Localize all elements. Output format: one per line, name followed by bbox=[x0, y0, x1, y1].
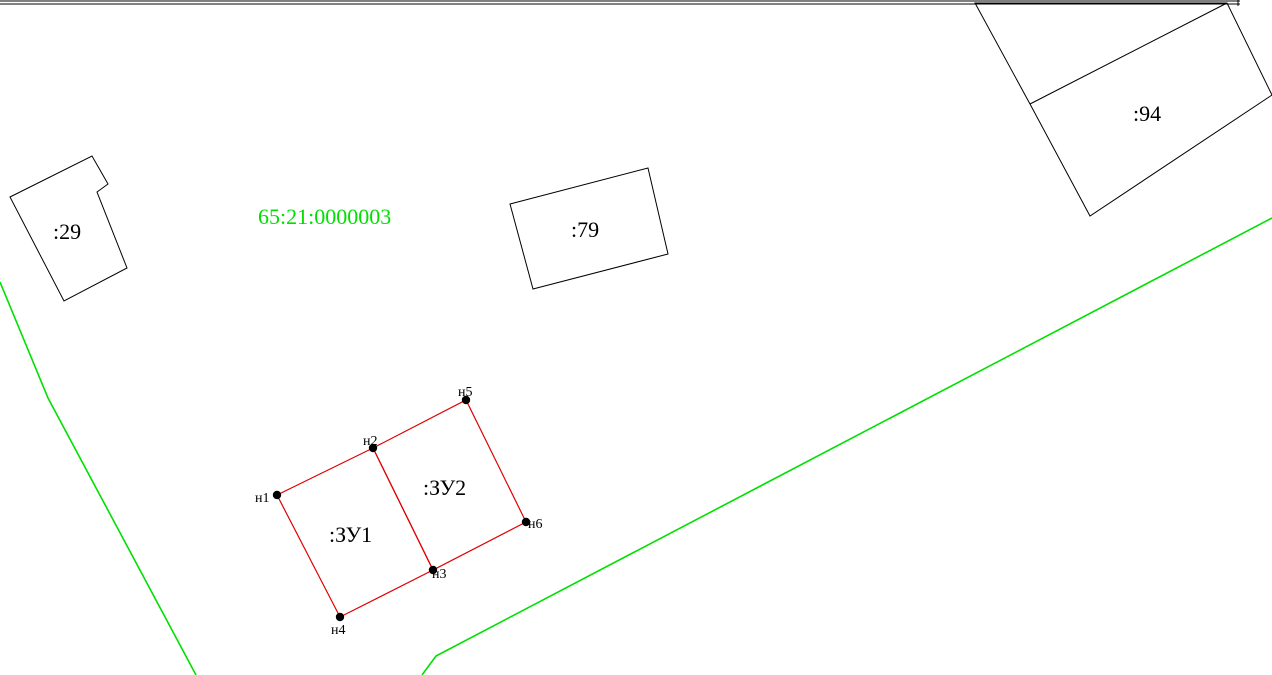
parcel-29-label: :29 bbox=[53, 219, 81, 244]
boundary-point-n2-marker bbox=[368, 443, 378, 453]
new-parcels bbox=[276, 399, 527, 618]
existing-parcels bbox=[9, 2, 1272, 302]
boundary-point-n6-marker bbox=[521, 517, 531, 527]
boundary-point-n4-marker bbox=[335, 612, 345, 622]
boundary-point-n3-marker bbox=[428, 565, 438, 575]
boundary-point-n6-label: н6 bbox=[528, 517, 543, 532]
boundary-point-n5-label: н5 bbox=[458, 385, 473, 400]
quarter-boundaries bbox=[0, 217, 1272, 675]
parcel-79-label: :79 bbox=[571, 217, 599, 242]
boundary-point-markers bbox=[272, 395, 531, 622]
parcel-94-label: :94 bbox=[1133, 101, 1161, 126]
boundary-point-n2-label: н2 bbox=[363, 434, 378, 449]
quarter-number-label: 65:21:0000003 bbox=[258, 204, 391, 229]
parcel-94-outline bbox=[974, 2, 1272, 217]
parcel-94-inner-line bbox=[1029, 2, 1228, 105]
boundary-point-n5-marker bbox=[461, 395, 471, 405]
boundary-point-n1-label: н1 bbox=[255, 491, 270, 506]
boundary-point-n4-label: н4 bbox=[331, 623, 346, 638]
map-labels: 65:21:0000003 :29 :79 :94 :ЗУ1 :ЗУ2 н1 н… bbox=[53, 101, 1161, 638]
parcel-zu1-label: :ЗУ1 bbox=[329, 522, 372, 547]
map-frame bbox=[0, 0, 1240, 6]
boundary-point-n3-label: н3 bbox=[432, 567, 447, 582]
quarter-boundary-left bbox=[0, 281, 197, 675]
parcel-zu2-label: :ЗУ2 bbox=[423, 475, 466, 500]
quarter-boundary-right bbox=[421, 217, 1272, 675]
parcel-79-outline bbox=[509, 167, 669, 290]
parcel-29-outline bbox=[9, 155, 128, 302]
boundary-point-n1-marker bbox=[272, 490, 282, 500]
